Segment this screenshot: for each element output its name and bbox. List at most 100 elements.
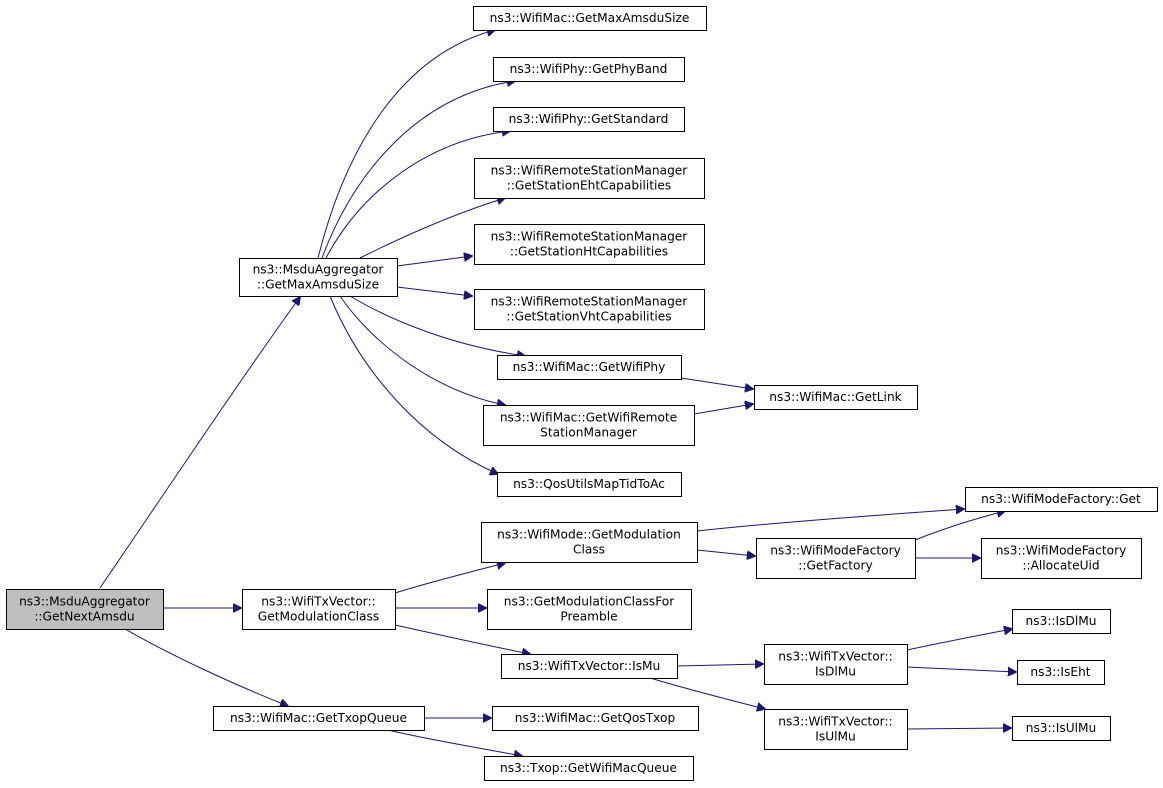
node-txIsMu[interactable]: ns3::WifiTxVector::IsMu bbox=[501, 654, 678, 679]
node-box bbox=[484, 756, 694, 781]
edge-getMaxAmsduSize-to-macGetMaxAmsduSize bbox=[317, 30, 495, 259]
node-label-line: StationManager bbox=[540, 426, 638, 440]
node-factoryGet[interactable]: ns3::WifiModeFactory::Get bbox=[965, 487, 1158, 512]
node-getLink[interactable]: ns3::WifiMac::GetLink bbox=[754, 385, 918, 410]
node-label-line: ns3::WifiMac::GetMaxAmsduSize bbox=[490, 11, 690, 25]
edge-txIsMu-to-txIsDlMu bbox=[676, 664, 763, 666]
node-getFactory[interactable]: ns3::WifiModeFactory::GetFactory bbox=[756, 538, 916, 579]
node-label-line: ::GetStationHtCapabilities bbox=[510, 245, 668, 259]
edge-getMaxAmsduSize-to-qosMap bbox=[329, 295, 498, 474]
node-label-line: ::GetFactory bbox=[798, 559, 872, 573]
node-box bbox=[481, 522, 698, 563]
node-label-line: ns3::GetModulationClassFor bbox=[504, 595, 675, 609]
edge-root-to-getTxopQueue bbox=[126, 629, 288, 706]
edge-txIsDlMu-to-isDlMu bbox=[906, 629, 1012, 651]
node-label-line: ns3::WifiModeFactory bbox=[770, 544, 901, 558]
node-label-line: GetModulationClass bbox=[258, 610, 379, 624]
edge-getMaxAmsduSize-to-phyStandard bbox=[325, 131, 510, 259]
node-box bbox=[492, 706, 699, 731]
node-label-line: ns3::WifiModeFactory bbox=[996, 544, 1127, 558]
node-box bbox=[242, 589, 396, 630]
node-box bbox=[474, 289, 705, 330]
node-getWifiPhy[interactable]: ns3::WifiMac::GetWifiPhy bbox=[497, 355, 682, 380]
node-label-line: IsDlMu bbox=[815, 665, 856, 679]
node-label-line: ns3::QosUtilsMapTidToAc bbox=[513, 477, 665, 491]
node-box bbox=[497, 355, 682, 380]
node-getQosTxop[interactable]: ns3::WifiMac::GetQosTxop bbox=[492, 706, 699, 731]
node-label-line: ns3::WifiMac::GetWifiPhy bbox=[513, 360, 666, 374]
node-htCap[interactable]: ns3::WifiRemoteStationManager::GetStatio… bbox=[474, 224, 705, 265]
node-box bbox=[501, 654, 678, 679]
node-box bbox=[965, 487, 1158, 512]
node-vhtCap[interactable]: ns3::WifiRemoteStationManager::GetStatio… bbox=[474, 289, 705, 330]
node-label-line: ns3::IsUlMu bbox=[1026, 721, 1097, 735]
node-root[interactable]: ns3::MsduAggregator::GetNextAmsdu bbox=[6, 589, 164, 630]
edge-modeGetModClass-to-factoryGet bbox=[696, 509, 964, 532]
edge-getRsm-to-getLink bbox=[693, 404, 753, 415]
node-box bbox=[493, 107, 685, 132]
node-label-line: ns3::WifiPhy::GetPhyBand bbox=[510, 62, 668, 76]
node-label-line: ns3::WifiTxVector::IsMu bbox=[518, 659, 661, 673]
node-qosMap[interactable]: ns3::QosUtilsMapTidToAc bbox=[497, 472, 682, 497]
node-box bbox=[1012, 716, 1111, 741]
edge-getMaxAmsduSize-to-phyBand bbox=[321, 81, 515, 259]
node-box bbox=[754, 385, 918, 410]
node-box bbox=[474, 224, 705, 265]
node-getWifiMacQueue[interactable]: ns3::Txop::GetWifiMacQueue bbox=[484, 756, 694, 781]
node-getRsm[interactable]: ns3::WifiMac::GetWifiRemoteStationManage… bbox=[483, 405, 695, 446]
node-modeGetModClass[interactable]: ns3::WifiMode::GetModulationClass bbox=[481, 522, 698, 563]
node-label-line: ::GetStationEhtCapabilities bbox=[507, 179, 672, 193]
edge-getMaxAmsduSize-to-htCap bbox=[396, 256, 472, 267]
node-txGetModClass[interactable]: ns3::WifiTxVector::GetModulationClass bbox=[242, 589, 396, 630]
node-label-line: ns3::WifiTxVector:: bbox=[778, 650, 892, 664]
node-label-line: IsUlMu bbox=[815, 730, 856, 744]
edge-getMaxAmsduSize-to-vhtCap bbox=[396, 286, 472, 296]
node-label-line: ns3::WifiRemoteStationManager bbox=[491, 230, 689, 244]
node-label-line: ::GetMaxAmsduSize bbox=[257, 278, 379, 292]
edge-txIsMu-to-txIsUlMu bbox=[649, 677, 765, 709]
node-label-line: ns3::WifiMac::GetQosTxop bbox=[515, 711, 676, 725]
node-isUlMu[interactable]: ns3::IsUlMu bbox=[1012, 716, 1111, 741]
node-box bbox=[6, 589, 164, 630]
node-label-line: ns3::WifiRemoteStationManager bbox=[491, 164, 689, 178]
node-txIsDlMu[interactable]: ns3::WifiTxVector::IsDlMu bbox=[764, 644, 908, 685]
node-box bbox=[483, 405, 695, 446]
node-getTxopQueue[interactable]: ns3::WifiMac::GetTxopQueue bbox=[213, 706, 425, 731]
node-box bbox=[473, 6, 707, 31]
node-txIsUlMu[interactable]: ns3::WifiTxVector::IsUlMu bbox=[764, 709, 908, 750]
node-ehtCap[interactable]: ns3::WifiRemoteStationManager::GetStatio… bbox=[474, 158, 705, 199]
node-phyStandard[interactable]: ns3::WifiPhy::GetStandard bbox=[493, 107, 685, 132]
node-label-line: ns3::WifiPhy::GetStandard bbox=[509, 112, 669, 126]
node-label-line: ns3::IsEht bbox=[1030, 665, 1090, 679]
edge-getWifiPhy-to-getLink bbox=[680, 377, 753, 389]
node-label-line: ::GetStationVhtCapabilities bbox=[506, 310, 671, 324]
node-isDlMu[interactable]: ns3::IsDlMu bbox=[1012, 609, 1111, 634]
edge-getMaxAmsduSize-to-ehtCap bbox=[359, 198, 505, 259]
node-label-line: ns3::WifiTxVector:: bbox=[778, 715, 892, 729]
node-box bbox=[764, 709, 908, 750]
node-box bbox=[239, 258, 398, 297]
node-label-line: ns3::WifiTxVector:: bbox=[261, 595, 375, 609]
node-label-line: ns3::WifiMac::GetLink bbox=[769, 390, 902, 404]
edge-root-to-getMaxAmsduSize bbox=[99, 297, 300, 589]
node-label-line: ns3::IsDlMu bbox=[1026, 614, 1097, 628]
node-getMaxAmsduSize[interactable]: ns3::MsduAggregator::GetMaxAmsduSize bbox=[239, 258, 398, 297]
node-label-line: ::GetNextAmsdu bbox=[34, 610, 134, 624]
node-isEht[interactable]: ns3::IsEht bbox=[1017, 660, 1105, 685]
node-macGetMaxAmsduSize[interactable]: ns3::WifiMac::GetMaxAmsduSize bbox=[473, 6, 707, 31]
edge-getFactory-to-factoryGet bbox=[914, 511, 1005, 541]
node-label-line: ::AllocateUid bbox=[1022, 559, 1099, 573]
edge-getMaxAmsduSize-to-getRsm bbox=[339, 295, 505, 405]
node-allocateUid[interactable]: ns3::WifiModeFactory::AllocateUid bbox=[981, 538, 1142, 579]
node-label-line: ns3::WifiMac::GetWifiRemote bbox=[500, 411, 677, 425]
nodes-layer: ns3::MsduAggregator::GetNextAmsdu ns3::Ms… bbox=[6, 6, 1158, 781]
node-box bbox=[981, 538, 1142, 579]
edge-getMaxAmsduSize-to-getWifiPhy bbox=[349, 295, 525, 356]
edge-getTxopQueue-to-getWifiMacQueue bbox=[387, 729, 522, 756]
node-box bbox=[213, 706, 425, 731]
node-label-line: ns3::Txop::GetWifiMacQueue bbox=[500, 761, 677, 775]
node-phyBand[interactable]: ns3::WifiPhy::GetPhyBand bbox=[493, 57, 685, 82]
node-box bbox=[1017, 660, 1105, 685]
